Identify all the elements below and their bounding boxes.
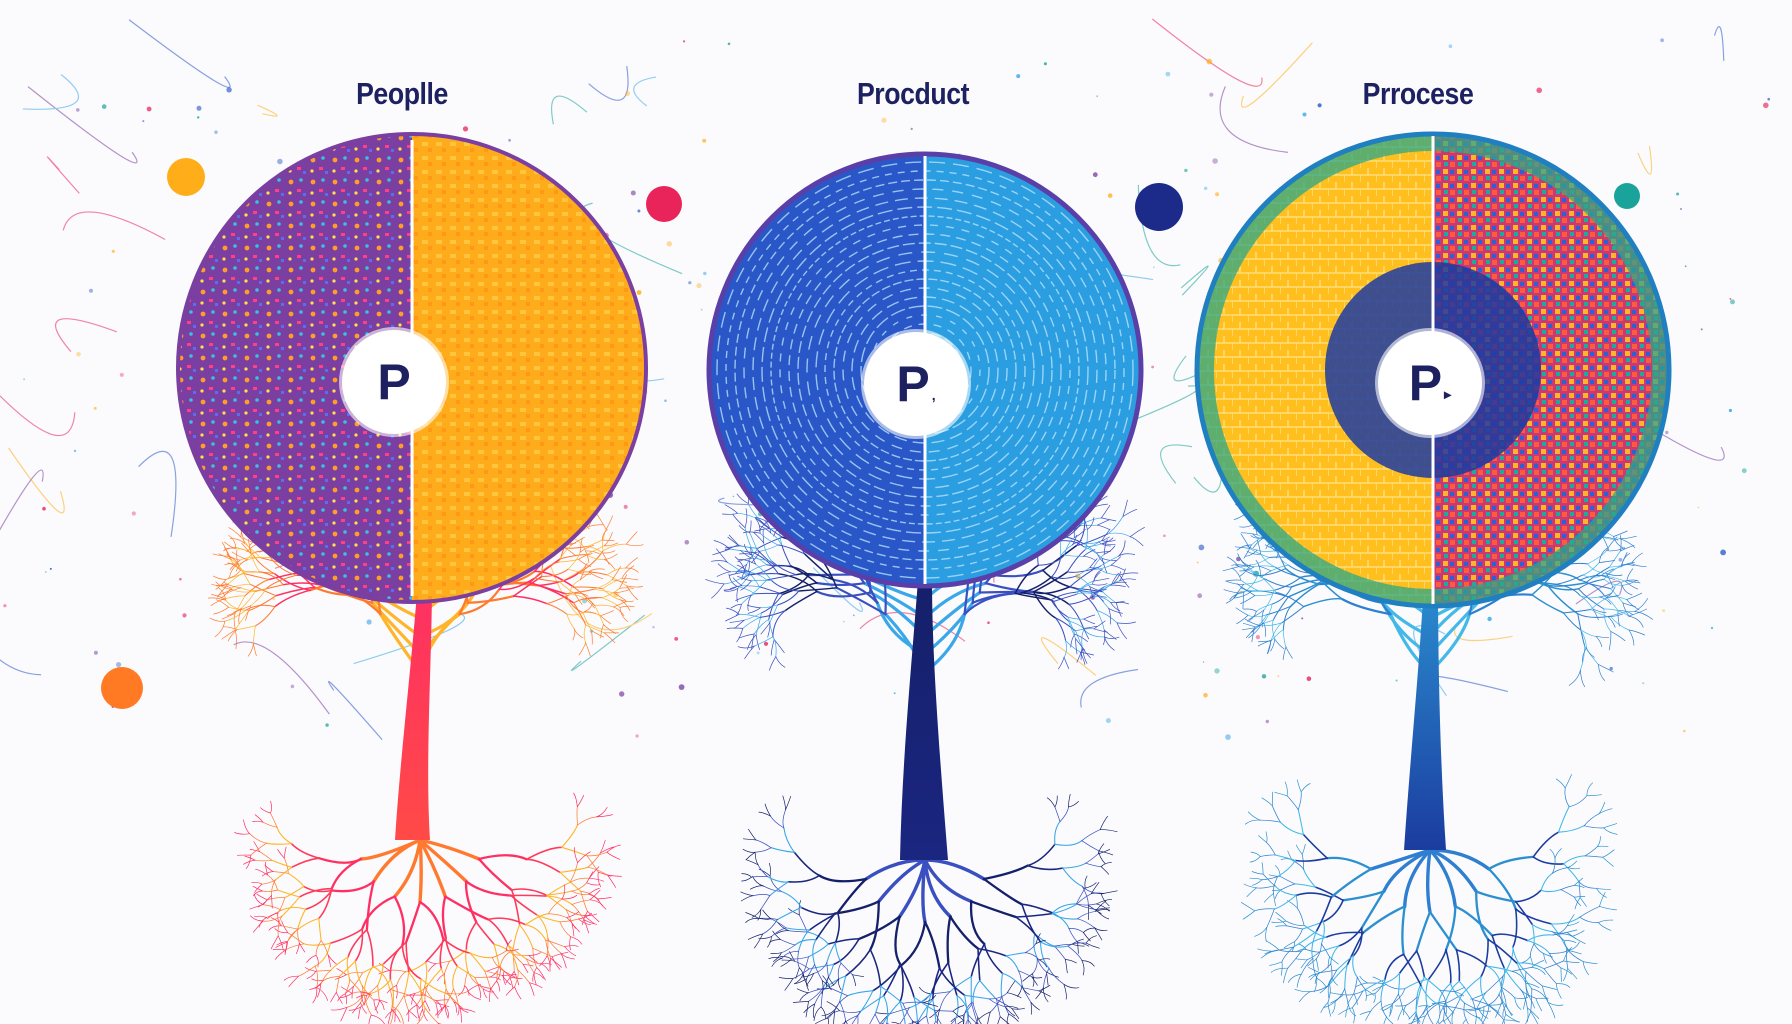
connector-dot-pink — [646, 186, 682, 222]
process-center-badge: P▸ — [1378, 331, 1482, 435]
process-title: Prrocese — [1289, 76, 1547, 112]
process-badge-letter: P — [1409, 354, 1442, 412]
connector-dot-yellow — [167, 158, 205, 196]
product-badge-mark: , — [932, 387, 936, 403]
process-tree-trunk — [1404, 580, 1446, 850]
people-right-half — [412, 130, 654, 610]
process-badge-mark: ▸ — [1444, 386, 1451, 403]
people-badge-letter: P — [377, 353, 410, 411]
connector-dot-orange — [101, 667, 143, 709]
people-center-badge: P — [342, 330, 446, 434]
connector-dot-navy — [1135, 183, 1183, 231]
connector-dot-teal — [1614, 183, 1640, 209]
product-center-badge: P, — [864, 332, 968, 436]
people-title: Peoplle — [273, 76, 531, 112]
people-tree-trunk — [395, 580, 432, 840]
product-title: Procduct — [784, 76, 1042, 112]
product-badge-letter: P — [896, 355, 929, 413]
